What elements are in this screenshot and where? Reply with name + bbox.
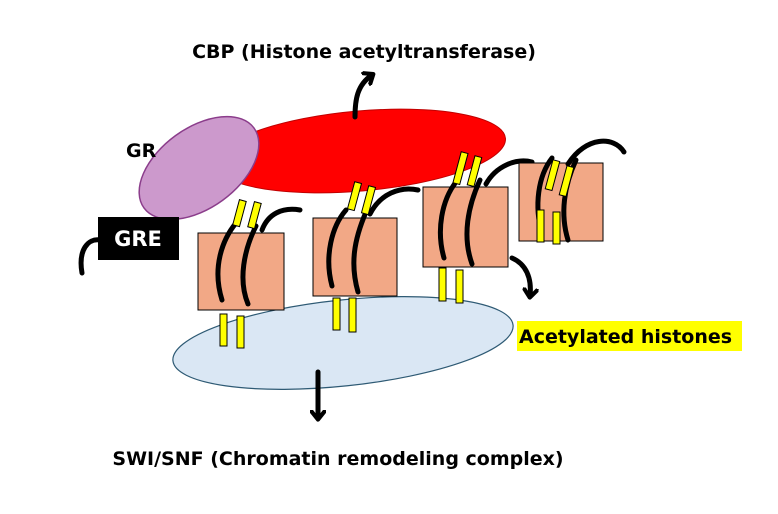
- swi-snf-label: SWI/SNF (Chromatin remodeling complex): [112, 448, 563, 470]
- acetyl-mark: [360, 185, 377, 216]
- gre-box: [98, 217, 179, 260]
- acetyl-mark: [455, 269, 464, 304]
- gr-label: GR: [126, 140, 157, 162]
- acetyl-mark: [219, 313, 228, 347]
- acetyl-mark: [236, 315, 245, 349]
- dna-linker-1: [259, 206, 303, 233]
- dna-wrap-2a: [326, 207, 349, 289]
- cbp-label: CBP (Histone acetyltransferase): [192, 41, 536, 63]
- acetyl-marks: [219, 151, 575, 349]
- acetyl-mark: [552, 211, 561, 245]
- acetyl-mark: [438, 267, 447, 302]
- acetyl-mark: [232, 199, 247, 228]
- acetylated-label: Acetylated histones: [519, 326, 732, 348]
- acetyl-mark: [332, 297, 341, 331]
- acetyl-mark: [544, 159, 561, 192]
- dna-wrap-3b: [464, 177, 483, 267]
- dna-linker-2: [367, 186, 421, 217]
- acetyl-mark: [247, 201, 262, 230]
- acetylation-arrow: [509, 255, 530, 296]
- dna-wrap-1b: [240, 223, 259, 307]
- dna-linker-3: [483, 158, 535, 187]
- acetyl-mark: [558, 165, 575, 198]
- cbp-arrow: [352, 75, 372, 120]
- gr-receptor: [138, 115, 260, 221]
- acetyl-mark: [346, 181, 363, 212]
- acetyl-mark: [466, 155, 483, 188]
- acetyl-mark: [536, 209, 545, 243]
- gre-label: GRE: [114, 227, 162, 251]
- acetylated-highlight: [517, 321, 742, 351]
- dna-wrap-1a: [215, 220, 239, 303]
- dna-linker-left: [78, 237, 103, 276]
- acetyl-mark: [348, 297, 357, 333]
- acetyl-mark: [452, 151, 469, 186]
- histone-4: [518, 162, 604, 242]
- dna-wrap-2b: [351, 209, 369, 295]
- dna-tail-right: [565, 138, 627, 167]
- dna-wrap-3a: [437, 179, 459, 261]
